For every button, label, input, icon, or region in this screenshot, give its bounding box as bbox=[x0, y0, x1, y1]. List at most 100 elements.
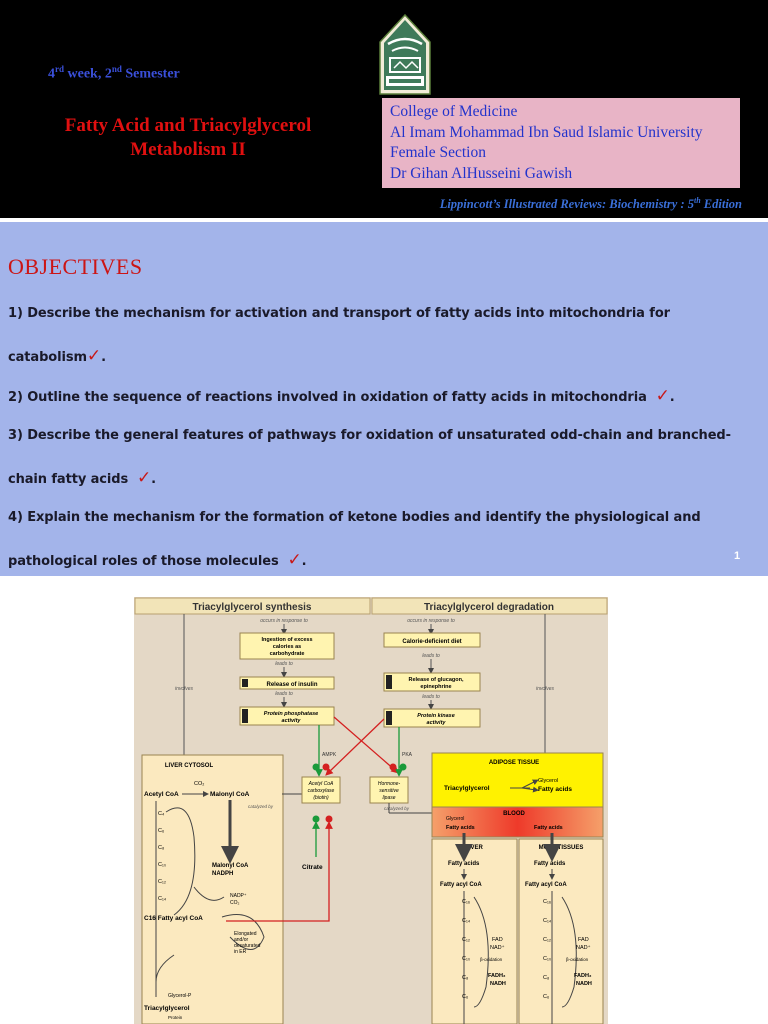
svg-text:Fatty acyl CoA: Fatty acyl CoA bbox=[525, 882, 567, 888]
objective-line: 3) Describe the general features of path… bbox=[8, 428, 731, 443]
insulin-box bbox=[239, 676, 335, 690]
svg-text:Triacylglycerol: Triacylglycerol bbox=[444, 785, 490, 792]
svg-text:Fatty acids: Fatty acids bbox=[534, 861, 566, 867]
svg-text:carbohydrate: carbohydrate bbox=[270, 651, 305, 657]
svg-text:calories as: calories as bbox=[273, 644, 301, 650]
svg-text:C₁₄: C₁₄ bbox=[158, 896, 167, 902]
svg-text:NAD⁺: NAD⁺ bbox=[576, 944, 591, 951]
svg-text:Fatty acids: Fatty acids bbox=[446, 825, 475, 831]
svg-text:NADH: NADH bbox=[490, 981, 506, 987]
svg-text:Glycerol: Glycerol bbox=[538, 778, 558, 784]
svg-text:MOST TISSUES: MOST TISSUES bbox=[539, 845, 584, 851]
svg-text:Acetyl CoA: Acetyl CoA bbox=[308, 781, 334, 787]
svg-text:ADIPOSE TISSUE: ADIPOSE TISSUE bbox=[489, 760, 539, 766]
objective-line: 1) Describe the mechanism for activation… bbox=[8, 306, 670, 321]
objective-line: 2) Outline the sequence of reactions inv… bbox=[8, 386, 675, 406]
degradation-header: Triacylglycerol degradation bbox=[424, 602, 554, 613]
svg-text:Fatty acyl CoA: Fatty acyl CoA bbox=[440, 882, 482, 888]
most-tissues-panel bbox=[518, 838, 604, 1024]
svg-text:CO₂: CO₂ bbox=[230, 900, 240, 906]
svg-text:Elongated: Elongated bbox=[234, 931, 257, 937]
textbook-reference: Lippincott’s Illustrated Reviews: Bioche… bbox=[439, 196, 742, 212]
university-logo-icon bbox=[379, 14, 431, 95]
svg-text:LIVER: LIVER bbox=[465, 845, 483, 851]
inhibition-icon bbox=[325, 815, 333, 823]
objective-line: chain fatty acids ✓. bbox=[8, 468, 156, 488]
svg-text:C₆: C₆ bbox=[158, 828, 164, 834]
svg-text:Triacylglycerol: Triacylglycerol bbox=[144, 1005, 190, 1012]
svg-text:in ER: in ER bbox=[234, 949, 247, 955]
svg-text:Glycerol: Glycerol bbox=[446, 816, 464, 822]
inhibition-icon bbox=[322, 763, 330, 771]
svg-text:NADH: NADH bbox=[576, 981, 592, 987]
phosphatase-box bbox=[239, 706, 335, 726]
objectives-slide: OBJECTIVES 1) Describe the mechanism for… bbox=[0, 222, 768, 576]
page-number: 1 bbox=[734, 550, 741, 562]
objective-line: catabolism✓. bbox=[8, 346, 106, 366]
check-mark-icon: ✓ bbox=[655, 386, 670, 406]
svg-text:C₆: C₆ bbox=[543, 994, 549, 1000]
svg-text:(biotin): (biotin) bbox=[313, 795, 329, 801]
svg-text:FAD: FAD bbox=[578, 937, 589, 943]
svg-text:BLOOD: BLOOD bbox=[503, 811, 525, 817]
synthesis-header-bar bbox=[134, 597, 371, 615]
svg-text:CO₂: CO₂ bbox=[194, 781, 204, 787]
svg-text:NADP⁺: NADP⁺ bbox=[230, 893, 247, 899]
svg-text:C₁₀: C₁₀ bbox=[462, 956, 470, 962]
svg-text:leads to: leads to bbox=[422, 653, 440, 659]
title-line-1: Fatty Acid and Triacylglycerol bbox=[64, 115, 312, 136]
svg-text:C₁₀: C₁₀ bbox=[543, 956, 551, 962]
triacylglycerol-metabolism-diagram: Triacylglycerol synthesis Triacylglycero… bbox=[134, 597, 608, 1024]
info-line: Dr Gihan AlHusseini Gawish bbox=[390, 164, 573, 182]
svg-text:FADH₂: FADH₂ bbox=[574, 973, 592, 979]
activation-icon bbox=[399, 763, 407, 771]
svg-text:occurs in response to: occurs in response to bbox=[407, 618, 455, 624]
svg-text:LIVER CYTOSOL: LIVER CYTOSOL bbox=[165, 763, 214, 769]
title-line-2: Metabolism II bbox=[130, 139, 246, 160]
glucagon-box bbox=[383, 672, 481, 692]
activation-icon bbox=[312, 763, 320, 771]
blood-panel bbox=[431, 806, 604, 838]
up-arrow-icon bbox=[242, 679, 248, 687]
svg-text:NAD⁺: NAD⁺ bbox=[490, 944, 505, 951]
svg-text:leads to: leads to bbox=[422, 694, 440, 700]
svg-text:AMPK: AMPK bbox=[322, 752, 337, 758]
svg-text:FADH₂: FADH₂ bbox=[488, 973, 506, 979]
svg-text:C₆: C₆ bbox=[462, 994, 468, 1000]
info-line: College of Medicine bbox=[390, 103, 518, 120]
svg-text:Malonyl CoA: Malonyl CoA bbox=[212, 863, 249, 869]
ingestion-box bbox=[239, 632, 335, 660]
svg-text:NADPH: NADPH bbox=[212, 871, 233, 877]
svg-text:C16 Fatty acyl CoA: C16 Fatty acyl CoA bbox=[144, 915, 203, 922]
svg-text:Malonyl CoA: Malonyl CoA bbox=[210, 791, 250, 798]
svg-text:catalyzed by: catalyzed by bbox=[384, 806, 410, 811]
svg-text:lipase: lipase bbox=[382, 795, 395, 801]
svg-text:and/or: and/or bbox=[234, 937, 249, 943]
svg-text:Release of glucagon,: Release of glucagon, bbox=[408, 677, 463, 683]
occurs-label: occurs in response to bbox=[260, 618, 308, 624]
svg-text:β-oxidation: β-oxidation bbox=[480, 957, 503, 962]
kinase-box bbox=[383, 708, 481, 728]
svg-text:C₁₂: C₁₂ bbox=[462, 937, 470, 943]
svg-text:C₁₂: C₁₂ bbox=[158, 879, 166, 885]
svg-text:C₁₄: C₁₄ bbox=[462, 918, 471, 924]
svg-text:C₈: C₈ bbox=[158, 845, 164, 851]
slide-header: 4rd week, 2nd Semester Fatty Acid and Tr… bbox=[0, 0, 768, 218]
svg-text:catalyzed by: catalyzed by bbox=[248, 804, 274, 809]
institution-info-box: College of Medicine Al Imam Mohammad Ibn… bbox=[382, 98, 740, 188]
synthesis-header: Triacylglycerol synthesis bbox=[193, 602, 312, 613]
involves-label: involves bbox=[536, 686, 555, 692]
svg-text:Citrate: Citrate bbox=[302, 864, 323, 871]
svg-text:C₈: C₈ bbox=[462, 975, 468, 981]
objective-line: pathological roles of those molecules ✓. bbox=[8, 550, 307, 570]
activation-icon bbox=[312, 815, 320, 823]
svg-text:C₈: C₈ bbox=[543, 975, 549, 981]
info-line: Female Section bbox=[390, 144, 486, 161]
svg-text:carboxylase: carboxylase bbox=[308, 788, 335, 794]
liver-cytosol-panel bbox=[141, 754, 284, 1024]
objectives-heading: OBJECTIVES bbox=[8, 254, 143, 279]
svg-text:Glycerol-P: Glycerol-P bbox=[168, 993, 192, 999]
info-line: Al Imam Mohammad Ibn Saud Islamic Univer… bbox=[390, 123, 703, 141]
up-arrow-icon bbox=[386, 675, 392, 689]
check-mark-icon: ✓ bbox=[136, 468, 152, 488]
